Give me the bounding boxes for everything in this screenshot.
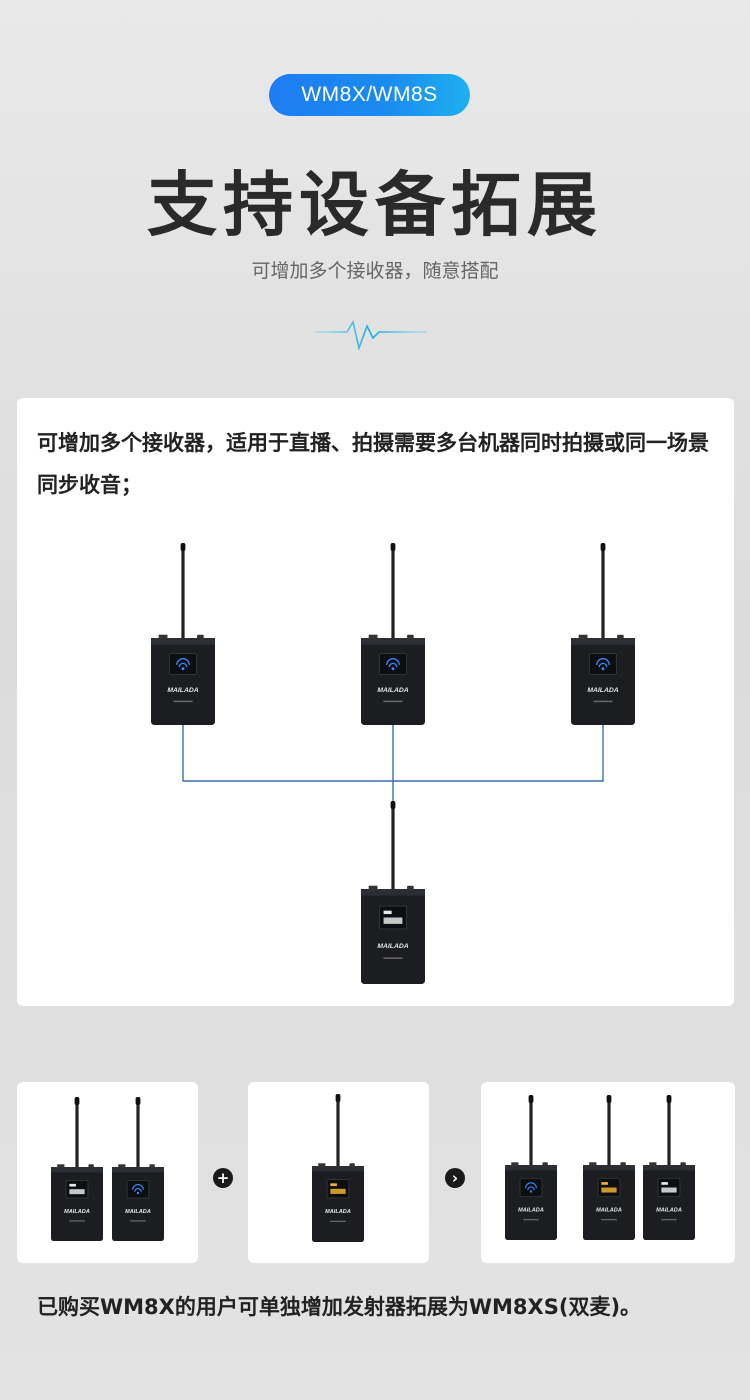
- combo-card-result: MAILADA MAILADA MAILADA: [481, 1082, 735, 1263]
- two-devices-image: MAILADA MAILADA: [51, 1097, 164, 1241]
- expansion-description: 可增加多个接收器，适用于直播、拍摄需要多台机器同时拍摄或同一场景同步收音；: [37, 431, 709, 497]
- waveform-divider: [315, 319, 427, 351]
- brand-logo: MAILADA: [125, 1209, 151, 1215]
- bodypack-device: MAILADA: [361, 543, 425, 725]
- brand-logo: MAILADA: [656, 1208, 682, 1214]
- arrow-right-icon: ›: [445, 1168, 465, 1188]
- brand-logo: MAILADA: [325, 1209, 351, 1215]
- expansion-card: 可增加多个接收器，适用于直播、拍摄需要多台机器同时拍摄或同一场景同步收音； MA…: [17, 398, 734, 1006]
- three-devices-image: MAILADA MAILADA MAILADA: [505, 1095, 695, 1240]
- bodypack-device: MAILADA: [361, 801, 425, 984]
- single-transmitter-image: MAILADA: [312, 1094, 364, 1242]
- upgrade-note: 已购买WM8X的用户可单独增加发射器拓展为WM8XS(双麦)。: [37, 1295, 642, 1319]
- brand-logo: MAILADA: [518, 1208, 544, 1214]
- model-badge: WM8X/WM8S: [269, 74, 470, 116]
- combo-card-transmitter: MAILADA: [248, 1082, 429, 1263]
- bodypack-device: MAILADA: [643, 1095, 695, 1240]
- bodypack-device: MAILADA: [583, 1095, 635, 1240]
- brand-logo: MAILADA: [64, 1209, 90, 1215]
- page-title: 支持设备拓展: [147, 164, 603, 246]
- brand-logo: MAILADA: [596, 1208, 622, 1214]
- brand-logo: MAILADA: [377, 943, 408, 950]
- bodypack-device: MAILADA: [151, 543, 215, 725]
- bodypack-device: MAILADA: [51, 1097, 103, 1241]
- device-connection-diagram: MAILADA MAILADA MAILADA MAILADA: [151, 543, 635, 984]
- bodypack-device: MAILADA: [505, 1095, 557, 1240]
- brand-logo: MAILADA: [587, 687, 618, 694]
- bodypack-device: MAILADA: [112, 1097, 164, 1241]
- combo-card-receivers: MAILADA MAILADA: [17, 1082, 198, 1263]
- plus-icon: +: [213, 1168, 233, 1188]
- brand-logo: MAILADA: [167, 687, 198, 694]
- bodypack-device: MAILADA: [571, 543, 635, 725]
- bodypack-device: MAILADA: [312, 1094, 364, 1242]
- brand-logo: MAILADA: [377, 687, 408, 694]
- page-subtitle: 可增加多个接收器，随意搭配: [251, 260, 499, 282]
